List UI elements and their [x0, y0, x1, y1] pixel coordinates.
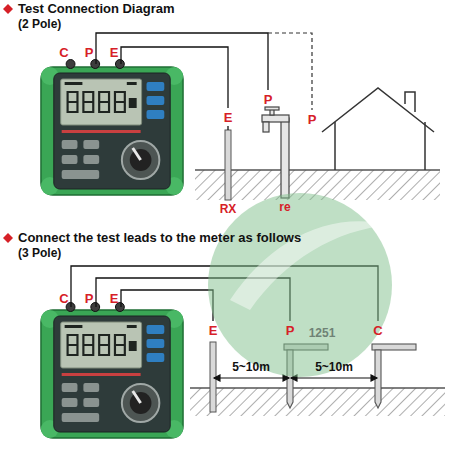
terminal-label: C: [59, 292, 68, 307]
electrode-label: P: [308, 113, 317, 128]
terminal-label: C: [59, 46, 68, 61]
terminal-label: P: [85, 46, 94, 61]
test-lead: [121, 47, 228, 108]
resistance-label: RX: [220, 203, 237, 217]
test-lead: [96, 33, 268, 90]
ground-line: [195, 169, 440, 171]
terminal-label: P: [85, 292, 94, 307]
bullet-diamond: [3, 4, 13, 14]
ground-line: [190, 387, 445, 389]
electrode-label: P: [264, 93, 273, 108]
section-subheading: (2 Pole): [18, 18, 61, 32]
electrode-label: E: [209, 324, 218, 339]
house: [322, 88, 434, 170]
watermark: [208, 193, 392, 377]
earth-rod: [225, 130, 231, 200]
watermark-text: 1251: [309, 327, 336, 341]
electrode-label: E: [224, 111, 233, 126]
water-tap: [262, 107, 289, 198]
dashed-lead: [268, 33, 312, 110]
bullet-diamond: [3, 233, 13, 243]
dimension-label: 5~10m: [315, 361, 353, 375]
test-lead: [121, 290, 213, 321]
earth-tester: [41, 303, 183, 439]
section-heading: Connect the test leads to the meter as f…: [18, 231, 301, 246]
ground-hatch: [190, 388, 445, 416]
terminal-label: E: [110, 292, 119, 307]
earth-tester: [41, 60, 183, 196]
section-subheading: (3 Pole): [18, 247, 61, 261]
resistance-label: re: [279, 201, 290, 215]
electrode-label: C: [373, 324, 382, 339]
electrode-label: P: [286, 324, 295, 339]
section-heading: Test Connection Diagram: [18, 2, 175, 17]
dimension-label: 5~10m: [232, 361, 270, 375]
terminal-label: E: [110, 46, 119, 61]
